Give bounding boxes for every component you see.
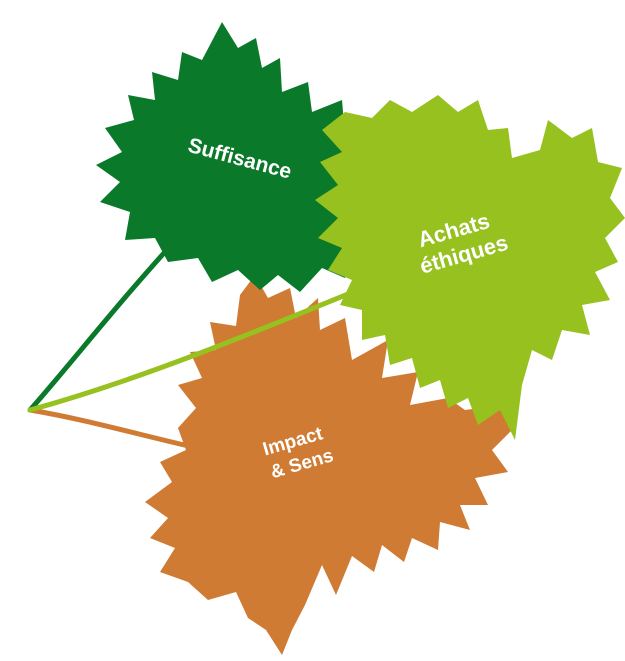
stem-suffisance (27, 227, 188, 413)
stem-achats-ethiques (27, 282, 373, 413)
leaf-impact-sens (27, 275, 512, 655)
leaf-suffisance (27, 22, 388, 413)
leaf-achats-ethiques (27, 95, 625, 440)
leaf-blade-impact-sens (145, 275, 512, 655)
leaf-blade-achats-ethiques (315, 95, 625, 440)
leaf-blade-suffisance (96, 22, 388, 292)
